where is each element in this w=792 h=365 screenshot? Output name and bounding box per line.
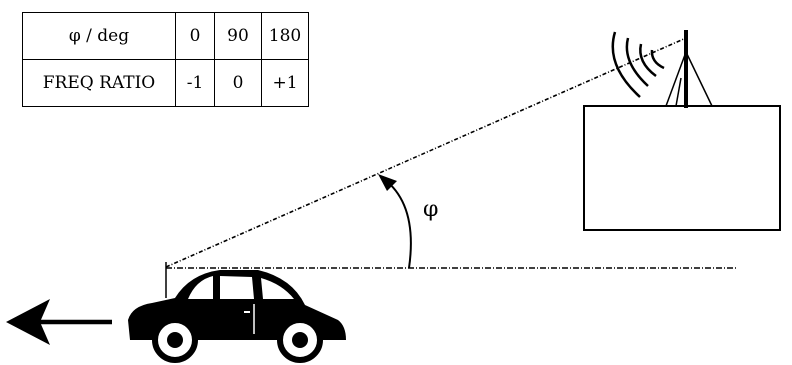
antenna-mast xyxy=(665,30,713,108)
angle-arc xyxy=(383,178,412,269)
table-cell: 180 xyxy=(261,12,309,60)
direction-arrow xyxy=(6,299,112,345)
car xyxy=(128,270,346,363)
angle-label: φ xyxy=(423,197,439,222)
frequency-ratio-table: φ / deg 0 90 180 FREQ RATIO -1 0 +1 xyxy=(22,12,309,107)
table-row: FREQ RATIO -1 0 +1 xyxy=(22,59,309,107)
table-cell: 0 xyxy=(214,59,262,107)
angle-arrowhead xyxy=(378,174,397,191)
table-cell: FREQ RATIO xyxy=(22,59,176,107)
frequency-ratio-table-wrap: φ / deg 0 90 180 FREQ RATIO -1 0 +1 xyxy=(22,12,309,107)
table-cell: +1 xyxy=(261,59,309,107)
table-cell: -1 xyxy=(175,59,215,107)
building xyxy=(583,105,781,231)
table-cell: φ / deg xyxy=(22,12,176,60)
table-cell: 0 xyxy=(175,12,215,60)
radio-waves xyxy=(611,31,665,98)
table-row: φ / deg 0 90 180 xyxy=(22,12,309,60)
table-cell: 90 xyxy=(214,12,262,60)
